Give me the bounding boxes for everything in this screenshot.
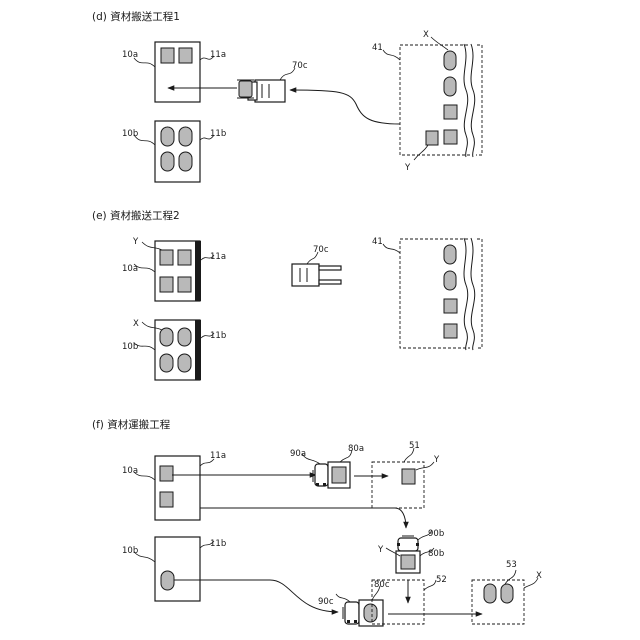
label-80a: 80a xyxy=(348,444,364,454)
label-80c: 80c xyxy=(374,580,390,590)
label-51: 51 xyxy=(409,441,420,451)
label-X-53: X xyxy=(536,571,542,581)
label-10a-d: 10a xyxy=(122,50,138,60)
label-X-e: X xyxy=(133,319,139,329)
leader-41-e xyxy=(383,244,400,253)
label-70c-d: 70c xyxy=(292,61,308,71)
leader-90c xyxy=(336,594,350,602)
heading-d: (d) 資材搬送工程1 xyxy=(92,10,180,23)
label-41-e: 41 xyxy=(372,237,383,247)
label-11b-f: 11b xyxy=(210,539,226,549)
label-11b-e: 11b xyxy=(210,331,226,341)
leader-Y-d xyxy=(414,145,428,160)
transfer-unit-70c-e xyxy=(292,264,341,286)
label-10a-f: 10a xyxy=(122,466,138,476)
transfer-unit-70c-d xyxy=(237,80,285,102)
label-11b-d: 11b xyxy=(210,129,226,139)
label-11a-e: 11a xyxy=(210,252,226,262)
label-11a-d: 11a xyxy=(210,50,226,60)
label-X-d: X xyxy=(423,30,429,40)
label-Y-80b: Y xyxy=(377,545,384,555)
warehouse-41-d xyxy=(400,44,482,157)
label-80b: 80b xyxy=(428,549,444,559)
label-90c: 90c xyxy=(318,597,334,607)
label-90b: 90b xyxy=(428,529,444,539)
label-52: 52 xyxy=(436,575,447,585)
label-53: 53 xyxy=(506,560,517,570)
warehouse-41-e xyxy=(400,238,482,350)
label-Y-d: Y xyxy=(404,163,411,173)
heading-f: (f) 資材運搬工程 xyxy=(92,418,171,431)
label-10a-e: 10a xyxy=(122,264,138,274)
arrow-from-warehouse-d xyxy=(290,90,400,124)
leader-X-d xyxy=(431,37,448,50)
leader-41-d xyxy=(383,50,400,60)
carrier-90a xyxy=(313,462,350,488)
label-10b-d: 10b xyxy=(122,129,138,139)
label-Y-e: Y xyxy=(132,237,139,247)
leader-53 xyxy=(505,570,516,584)
station-51 xyxy=(372,462,424,508)
carrier-90c xyxy=(343,600,383,626)
leader-52 xyxy=(424,580,436,590)
label-Y-51: Y xyxy=(433,455,440,465)
arrow-to-90b xyxy=(200,508,406,528)
station-11b-d xyxy=(155,121,200,182)
carrier-90b xyxy=(396,536,420,573)
station-11a-f xyxy=(155,456,200,520)
leader-Y-51 xyxy=(416,462,434,470)
station-53 xyxy=(472,580,524,624)
label-90a: 90a xyxy=(290,449,306,459)
label-41-d: 41 xyxy=(372,43,383,53)
station-11b-f xyxy=(155,537,200,601)
station-11b-e xyxy=(155,320,201,380)
label-70c-e: 70c xyxy=(313,245,329,255)
station-11a-d xyxy=(155,42,200,102)
label-10b-e: 10b xyxy=(122,342,138,352)
label-11a-f: 11a xyxy=(210,451,226,461)
label-10b-f: 10b xyxy=(122,546,138,556)
heading-e: (e) 資材搬送工程2 xyxy=(92,209,180,222)
